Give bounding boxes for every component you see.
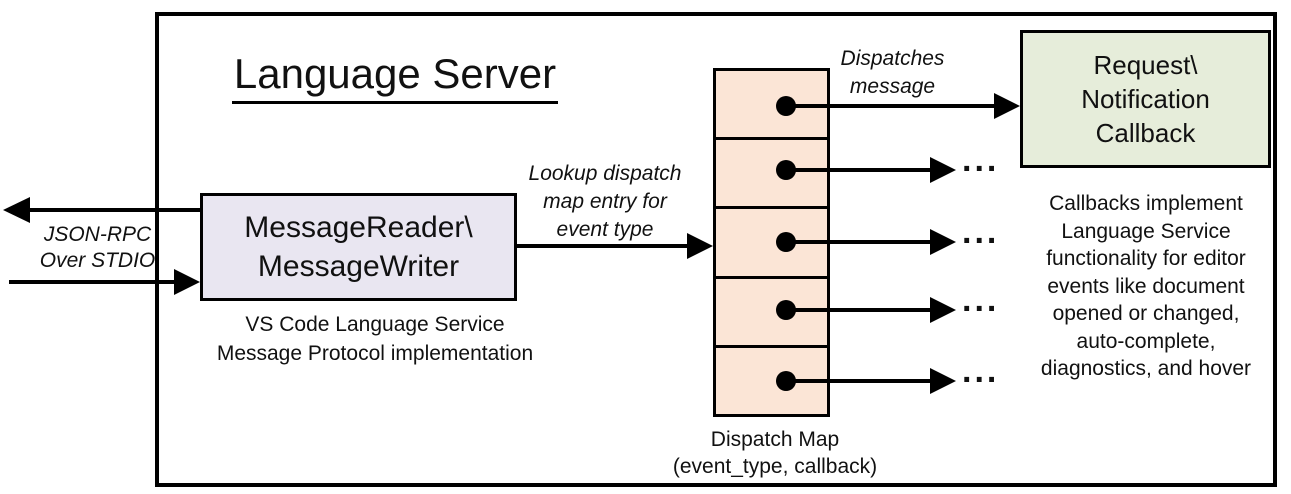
dispatch-map-cell	[716, 279, 827, 348]
callbacks-note: Callbacks implement Language Service fun…	[1040, 192, 1252, 380]
dispatch-map-cell	[716, 348, 827, 414]
lookup-dispatch-label: Lookup dispatch map entry for event type	[528, 162, 682, 241]
request-notification-callback-box: Request\ Notification Callback	[1020, 30, 1271, 168]
ellipsis-row-2: ...	[962, 141, 1000, 179]
reader-caption: VS Code Language Service Message Protoco…	[216, 313, 534, 365]
dispatch-map	[713, 68, 830, 417]
page-title-text: Language Server	[231, 50, 559, 104]
dispatch-map-cell	[716, 209, 827, 279]
dispatches-message-label: Dispatches message	[840, 47, 945, 98]
language-server-outer-box	[155, 12, 1277, 487]
request-notification-callback-label: Request\ Notification Callback	[1081, 50, 1210, 148]
ellipsis-row-3: ...	[962, 213, 1000, 251]
ellipsis-row-4: ...	[962, 281, 1000, 319]
dispatch-map-cell	[716, 140, 827, 210]
page-title: Language Server	[215, 50, 575, 104]
message-reader-writer-label: MessageReader\ MessageWriter	[244, 211, 473, 283]
dispatch-map-cell	[716, 71, 827, 141]
message-reader-writer-box: MessageReader\ MessageWriter	[200, 193, 517, 301]
json-rpc-stdio-label: JSON-RPC Over STDIO	[39, 223, 156, 272]
dispatch-map-caption: Dispatch Map (event_type, callback)	[672, 428, 878, 478]
ellipsis-row-5: ...	[962, 352, 1000, 390]
